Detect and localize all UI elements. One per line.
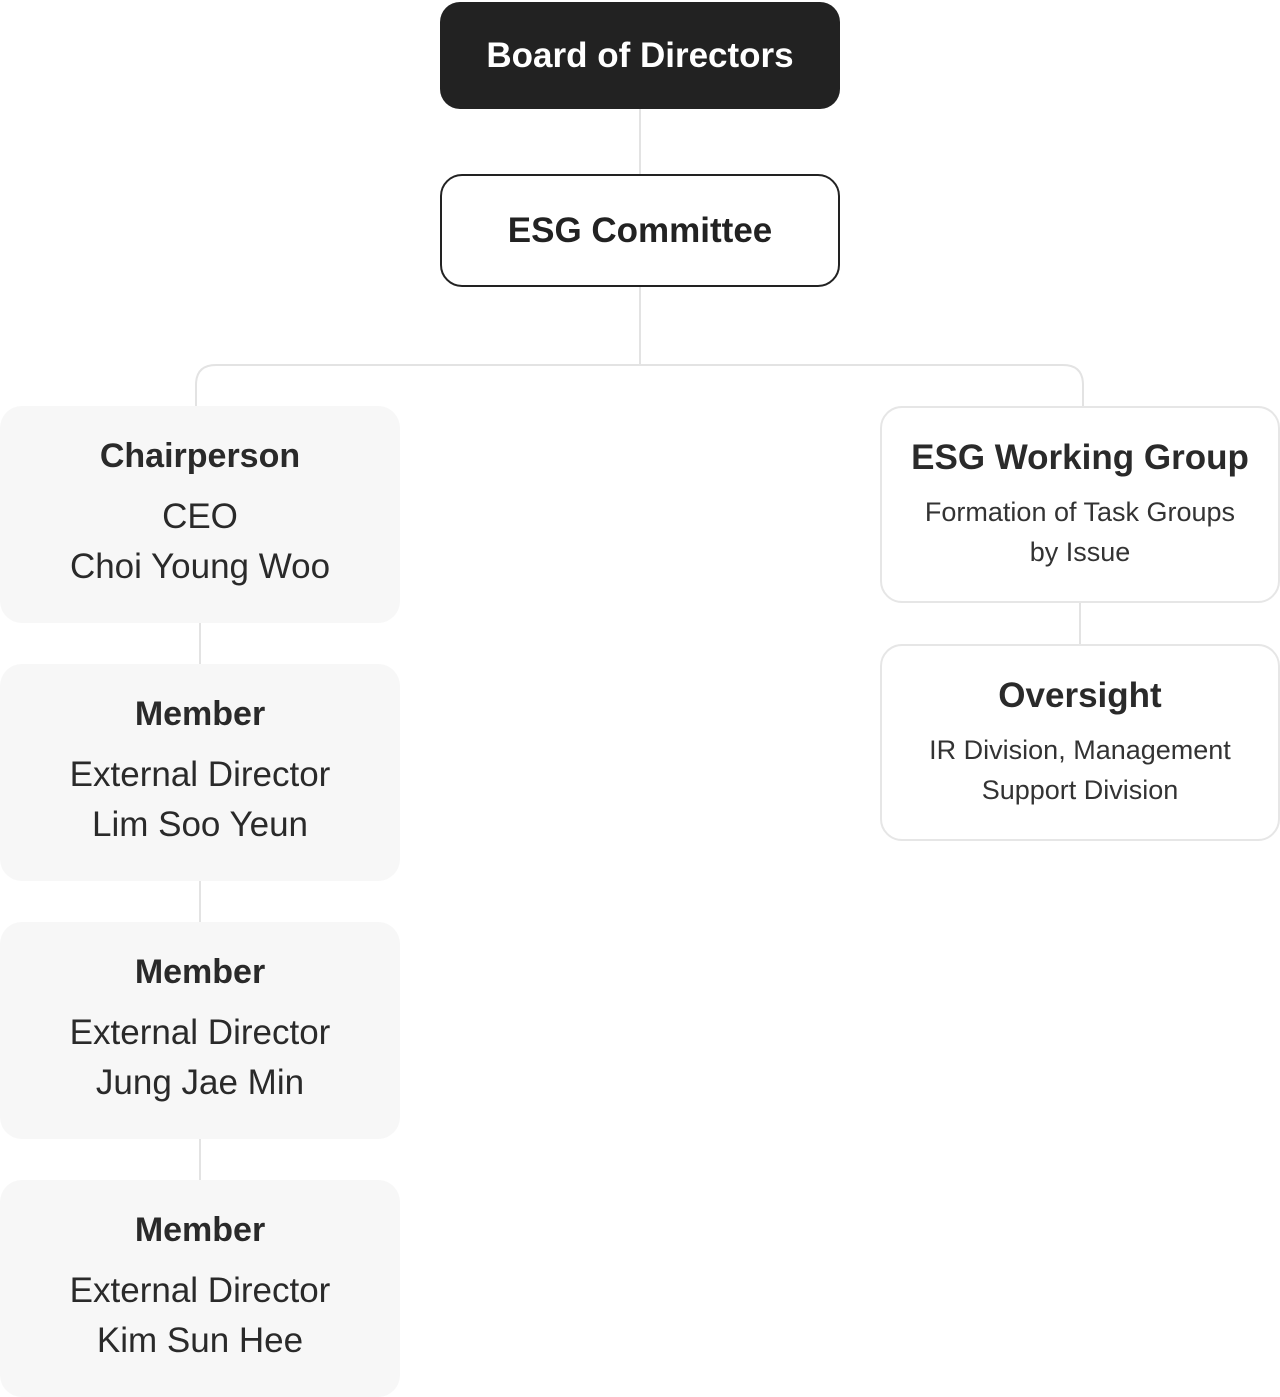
oversight-title: Oversight	[998, 675, 1162, 715]
board-of-directors-node: Board of Directors	[440, 2, 840, 109]
member-title: External Director	[69, 1013, 331, 1052]
member-role: Member	[134, 953, 266, 991]
member-card: Member External Director Jung Jae Min	[0, 922, 400, 1139]
member-title: External Director	[69, 755, 331, 794]
member-card: Member External Director Lim Soo Yeun	[0, 664, 400, 881]
member-title: External Director	[69, 1271, 331, 1310]
working-group-description: Formation of Task Groups by Issue	[924, 496, 1236, 567]
member-name: Lim Soo Yeun	[91, 805, 308, 844]
working-group-title: ESG Working Group	[911, 437, 1249, 477]
oversight-card: Oversight IR Division, Management Suppor…	[880, 644, 1280, 841]
esg-committee-node: ESG Committee	[440, 174, 840, 287]
connector-branch-horizontal	[195, 364, 1084, 406]
member-name: Choi Young Woo	[69, 547, 331, 586]
member-name: Kim Sun Hee	[96, 1321, 304, 1360]
member-name: Jung Jae Min	[95, 1063, 305, 1102]
committee-title: ESG Committee	[507, 210, 773, 250]
esg-working-group-card: ESG Working Group Formation of Task Grou…	[880, 406, 1280, 603]
member-title: CEO	[162, 497, 238, 536]
member-role: Chairperson	[99, 437, 301, 475]
oversight-description: IR Division, Management Support Division	[929, 734, 1231, 805]
member-card: Member External Director Kim Sun Hee	[0, 1180, 400, 1397]
member-role: Member	[134, 695, 266, 733]
chairperson-card: Chairperson CEO Choi Young Woo	[0, 406, 400, 623]
member-role: Member	[134, 1211, 266, 1249]
board-title: Board of Directors	[486, 35, 794, 75]
